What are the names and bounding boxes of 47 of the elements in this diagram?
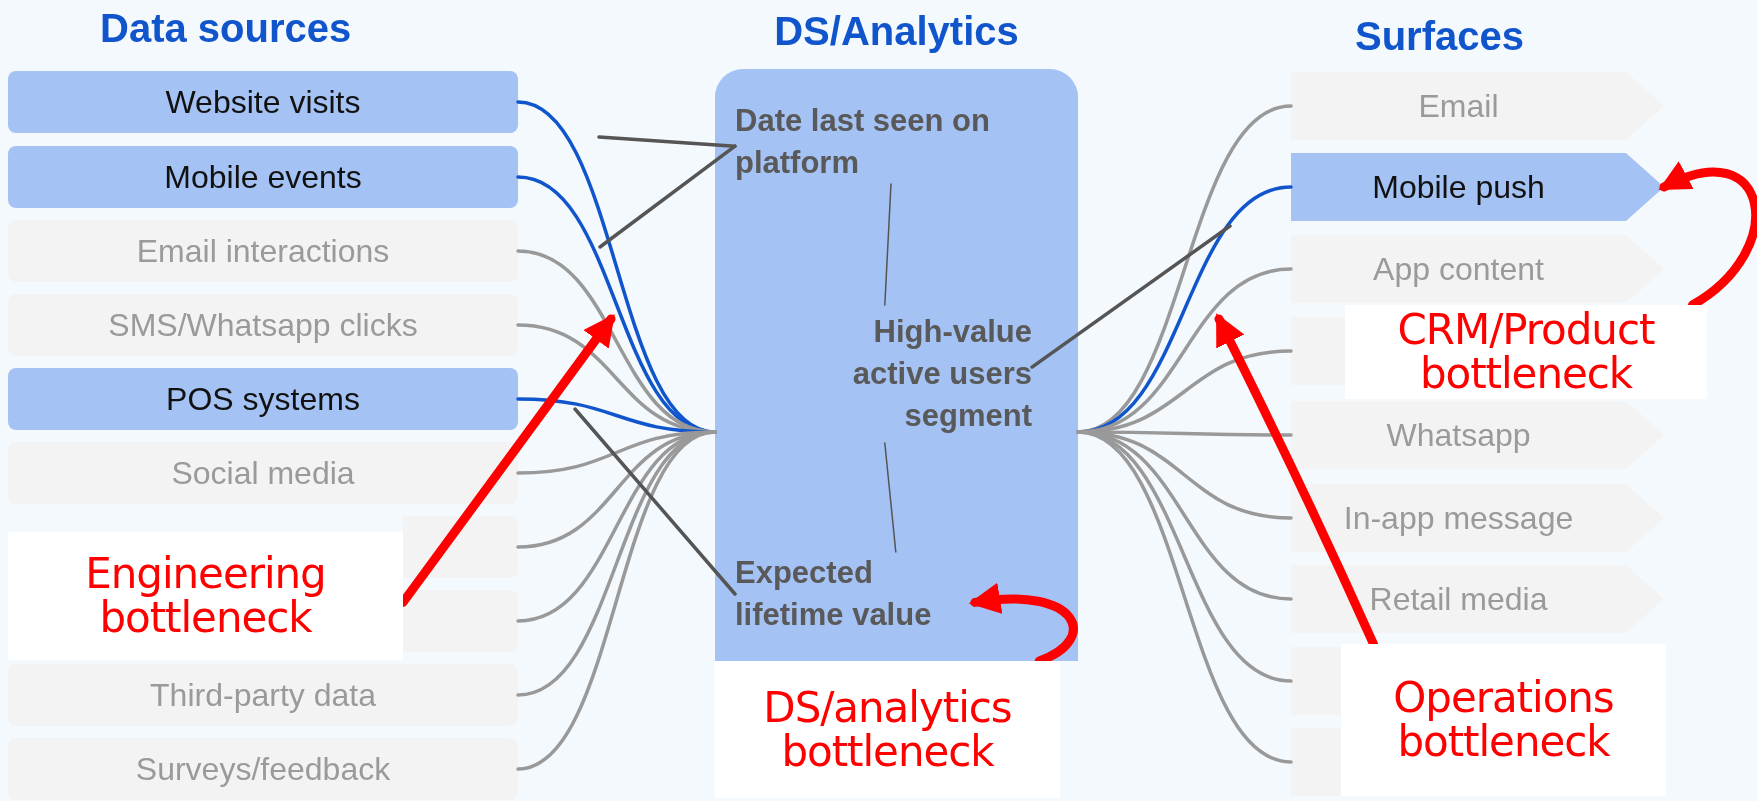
source-box [8,294,518,356]
source-label: Social media [171,454,355,493]
empty-box [403,590,518,652]
leader-line [573,407,737,596]
source-label: Email interactions [136,232,390,271]
surface-label: Retail media [1369,580,1548,619]
leader-line [1030,224,1232,369]
leader-line [598,144,737,249]
metric-label: Date last seen on platform [735,102,991,182]
surface-label: Mobile push [1372,168,1545,207]
surface-label: App content [1373,250,1544,289]
column-heading: Data sources [100,5,352,52]
annotation-text: CRM/Product bottleneck [1396,308,1656,396]
annotation-text: Operations bottleneck [1392,676,1615,764]
source-label: Website visits [165,83,361,122]
source-label: POS systems [166,380,360,419]
annotation-card [715,661,1060,798]
column-heading: DS/Analytics [773,8,1020,55]
metric-label: High-value active users segment [851,313,1032,435]
source-label: Third-party data [150,676,376,715]
surface-label: Email [1418,87,1499,126]
empty-box [403,516,518,578]
metric-label: Expected lifetime value [735,554,933,634]
empty-box [1291,647,1341,715]
connector-line [884,183,892,306]
source-label: SMS/Whatsapp clicks [108,306,418,345]
empty-box [1291,728,1341,796]
surface-label: Whatsapp [1386,416,1531,455]
source-box [8,664,518,726]
annotation-card [1341,644,1666,796]
source-box [8,368,518,430]
column-heading: Surfaces [1355,13,1524,60]
annotation-card [1345,305,1707,399]
source-box [8,738,518,800]
source-box [8,442,518,504]
empty-box [1291,317,1345,385]
annotation-text: Engineering bottleneck [84,552,327,640]
leader-line [597,135,737,148]
surface-label: In-app message [1343,499,1574,538]
source-label: Surveys/feedback [135,750,391,789]
annotation-card [8,532,403,660]
connector-line [884,442,897,553]
source-box [8,71,518,133]
source-box [8,220,518,282]
source-box [8,146,518,208]
source-label: Mobile events [164,158,362,197]
annotation-text: DS/analytics bottleneck [762,685,1013,774]
